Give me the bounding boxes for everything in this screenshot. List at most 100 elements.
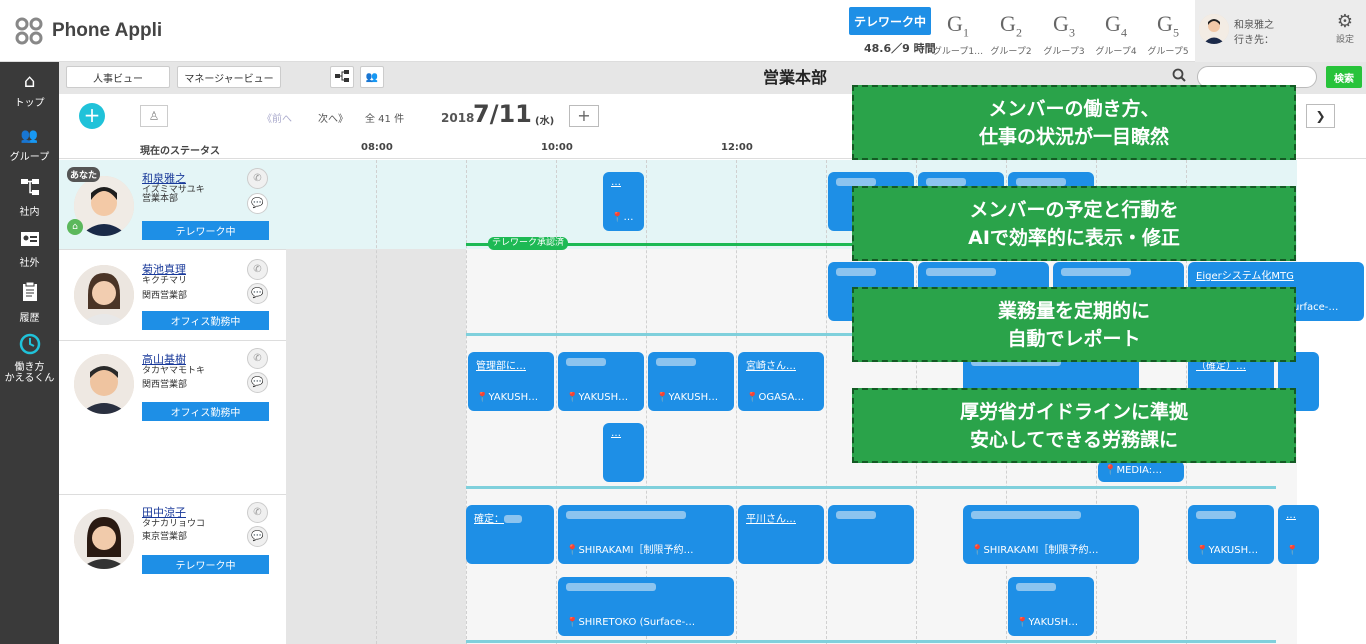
sidebar-item-internal[interactable]: 社内 [0, 178, 59, 218]
sidebar-item-history[interactable]: 履歴 [0, 281, 59, 324]
work-hours-readout: 48.6／9 時間 [864, 42, 936, 55]
event-card[interactable]: 確定： [466, 505, 554, 564]
chat-icon[interactable]: 💬 [247, 193, 268, 214]
person-icon: ♙ [148, 109, 160, 123]
redacted-text [926, 268, 996, 276]
pin-icon: 📍 [1286, 545, 1299, 556]
event-card[interactable]: 📍SHIRETOKO (Surface-… [558, 577, 734, 636]
sidebar-item-group[interactable]: 👥グループ [0, 126, 59, 163]
phone-off-icon[interactable]: ✆ [247, 348, 268, 369]
row-divider [59, 340, 286, 341]
avatar[interactable] [74, 354, 134, 414]
grid-line [556, 160, 557, 644]
status-badge: テレワーク中 [142, 221, 269, 240]
event-card[interactable]: 宮崎さん…📍OGASA… [738, 352, 824, 411]
status-badge: テレワーク中 [142, 555, 269, 574]
event-card[interactable]: 📍YAKUSH… [648, 352, 734, 411]
sidebar-item-top[interactable]: ⌂トップ [0, 72, 59, 110]
gear-icon: ⚙ [1336, 11, 1354, 32]
event-card[interactable]: 📍SHIRAKAMI［制限予約… [558, 505, 734, 564]
event-location: … [623, 212, 634, 223]
avatar[interactable] [74, 265, 134, 325]
group-letter: G [1000, 11, 1016, 36]
telework-status-button[interactable]: テレワーク中 [849, 7, 931, 35]
sidebar-item-external[interactable]: 社外 [0, 231, 59, 269]
person-name[interactable]: 田中涼子 [142, 506, 186, 519]
settings-label: 設定 [1335, 35, 1354, 45]
person-name[interactable]: 和泉雅之 [142, 172, 186, 185]
app-name: Phone Appli [52, 20, 163, 41]
redacted-text [504, 515, 522, 523]
chat-off-icon[interactable]: 💬 [247, 526, 268, 547]
chat-off-icon[interactable]: 💬 [247, 372, 268, 393]
prev-page-link[interactable]: 《前へ [262, 114, 292, 125]
next-day-button[interactable]: ❯ [1306, 104, 1335, 128]
app-logo[interactable]: Phone Appli [14, 14, 162, 48]
event-location: SHIRAKAMI［制限予約… [983, 545, 1099, 556]
event-location: YAKUSH… [488, 392, 539, 403]
member-view-toggle[interactable]: 👥 [360, 66, 384, 88]
user-avatar[interactable] [1199, 14, 1229, 44]
sidebar-item-label: 社内 [19, 207, 40, 218]
redacted-text [926, 178, 966, 186]
add-event-button[interactable]: + [79, 103, 105, 129]
sidebar-item-workstyle[interactable]: 働き方 かえるくん [0, 333, 59, 384]
grid-line [826, 160, 827, 644]
manager-view-button[interactable]: マネージャービュー [177, 66, 281, 88]
event-card[interactable]: 📍YAKUSH… [558, 352, 644, 411]
event-card[interactable]: 📍SHIRAKAMI［制限予約… [963, 505, 1139, 564]
chat-off-icon[interactable]: 💬 [247, 283, 268, 304]
event-card[interactable]: 管理部に…📍YAKUSH… [468, 352, 554, 411]
event-title: … [1286, 510, 1296, 521]
event-card[interactable]: …📍… [603, 172, 644, 231]
event-card[interactable]: 📍YAKUSH… [1188, 505, 1274, 564]
chevron-right-icon: ❯ [1315, 109, 1326, 123]
person-name[interactable]: 菊池真理 [142, 263, 186, 276]
redacted-text [1061, 268, 1131, 276]
event-location: YAKUSH… [1208, 545, 1259, 556]
row-separator [466, 640, 1276, 643]
search-button[interactable]: 検索 [1326, 66, 1362, 88]
pin-icon: 📍 [566, 392, 579, 403]
group-number: 4 [1120, 25, 1127, 40]
user-destination: 行き先： [1234, 35, 1274, 46]
person-name[interactable]: 高山基樹 [142, 353, 186, 366]
group-number: 2 [1015, 25, 1022, 40]
next-page-link[interactable]: 次へ》 [318, 114, 348, 125]
event-title: … [611, 177, 621, 188]
phone-off-icon[interactable]: ✆ [247, 259, 268, 280]
group-name: グループ5 [1147, 47, 1189, 58]
event-title: … [611, 428, 621, 439]
org-chart-toggle[interactable] [330, 66, 354, 88]
callout-line: 安心してできる労務課に [969, 428, 1179, 451]
avatar[interactable] [74, 509, 134, 569]
date-picker-button[interactable]: + [569, 105, 599, 127]
row-separator [466, 486, 1276, 489]
event-card[interactable]: …📍 [1278, 505, 1319, 564]
phone-off-icon[interactable]: ✆ [247, 502, 268, 523]
time-label: 10:00 [541, 142, 573, 153]
pin-icon: 📍 [746, 392, 759, 403]
time-label: 12:00 [721, 142, 753, 153]
org-icon [0, 178, 59, 201]
event-card[interactable] [828, 505, 914, 564]
avatar[interactable] [74, 176, 134, 236]
pin-icon: 📍 [1104, 465, 1117, 476]
person-filter-button[interactable]: ♙ [140, 105, 168, 127]
plus-icon: + [83, 103, 101, 127]
event-title: 平川さん… [746, 514, 796, 525]
person-dept: 営業本部 [142, 194, 179, 204]
phone-off-icon[interactable]: ✆ [247, 168, 268, 189]
settings-button[interactable]: ⚙ 設定 [1330, 11, 1360, 46]
event-card[interactable]: 📍MEDIA:… [1098, 461, 1184, 482]
hr-view-button[interactable]: 人事ビュー [66, 66, 170, 88]
event-card[interactable]: … [603, 423, 644, 482]
event-card[interactable]: 平川さん… [738, 505, 824, 564]
event-location: SHIRETOKO (Surface-… [578, 617, 696, 628]
event-card[interactable]: 📍YAKUSH… [1008, 577, 1094, 636]
